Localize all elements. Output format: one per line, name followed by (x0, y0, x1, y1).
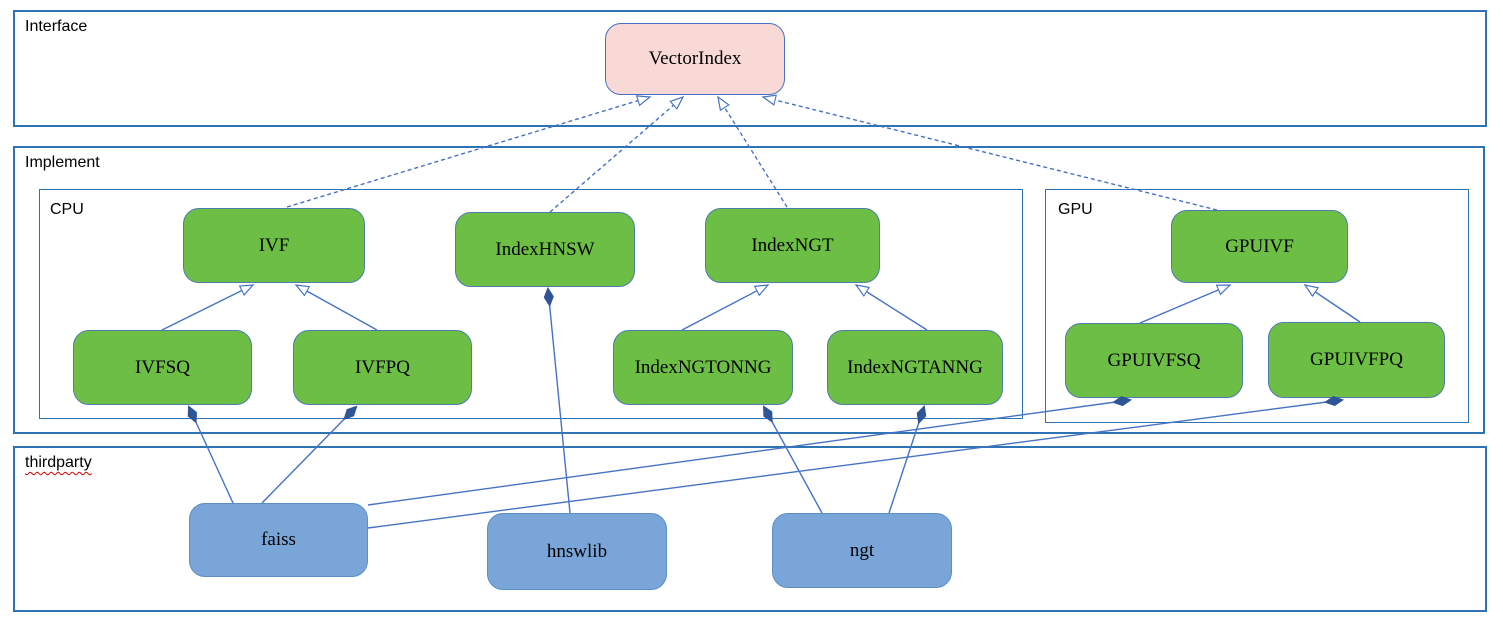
cpu-container-label: CPU (50, 201, 84, 218)
node-indexhnsw-label: IndexHNSW (495, 238, 595, 260)
node-indexngt[interactable]: IndexNGT (705, 208, 880, 283)
node-ivfpq-label: IVFPQ (355, 356, 410, 378)
node-hnswlib[interactable]: hnswlib (487, 513, 667, 590)
node-indexngt-label: IndexNGT (751, 234, 834, 256)
node-ivfsq[interactable]: IVFSQ (73, 330, 252, 405)
interface-container-label: Interface (25, 18, 88, 35)
node-ngt[interactable]: ngt (772, 513, 952, 588)
node-vectorindex-label: VectorIndex (648, 48, 742, 69)
node-ivfsq-label: IVFSQ (135, 356, 190, 378)
node-indexhnsw[interactable]: IndexHNSW (455, 212, 635, 287)
node-gpuivf-label: GPUIVF (1225, 235, 1294, 257)
node-gpuivfpq-label: GPUIVFPQ (1310, 349, 1403, 370)
node-indexngtonng[interactable]: IndexNGTONNG (613, 330, 793, 405)
node-indexngtonng-label: IndexNGTONNG (634, 356, 772, 378)
node-faiss[interactable]: faiss (189, 503, 368, 577)
node-indexngtanng-label: IndexNGTANNG (847, 356, 983, 378)
node-ivf[interactable]: IVF (183, 208, 365, 283)
implement-container-label: Implement (25, 154, 100, 171)
node-hnswlib-label: hnswlib (546, 540, 608, 562)
thirdparty-container-label: thirdparty (25, 454, 92, 471)
node-gpuivf[interactable]: GPUIVF (1171, 210, 1348, 283)
node-gpuivfpq[interactable]: GPUIVFPQ (1268, 322, 1445, 398)
node-ngt-label: ngt (849, 539, 875, 561)
node-ivfpq[interactable]: IVFPQ (293, 330, 472, 405)
node-vectorindex[interactable]: VectorIndex (605, 23, 785, 95)
node-faiss-label: faiss (261, 529, 296, 550)
node-gpuivfsq-label: GPUIVFSQ (1107, 349, 1201, 371)
gpu-container-label: GPU (1058, 201, 1093, 218)
node-ivf-label: IVF (258, 234, 290, 256)
node-indexngtanng[interactable]: IndexNGTANNG (827, 330, 1003, 405)
node-gpuivfsq[interactable]: GPUIVFSQ (1065, 323, 1243, 398)
